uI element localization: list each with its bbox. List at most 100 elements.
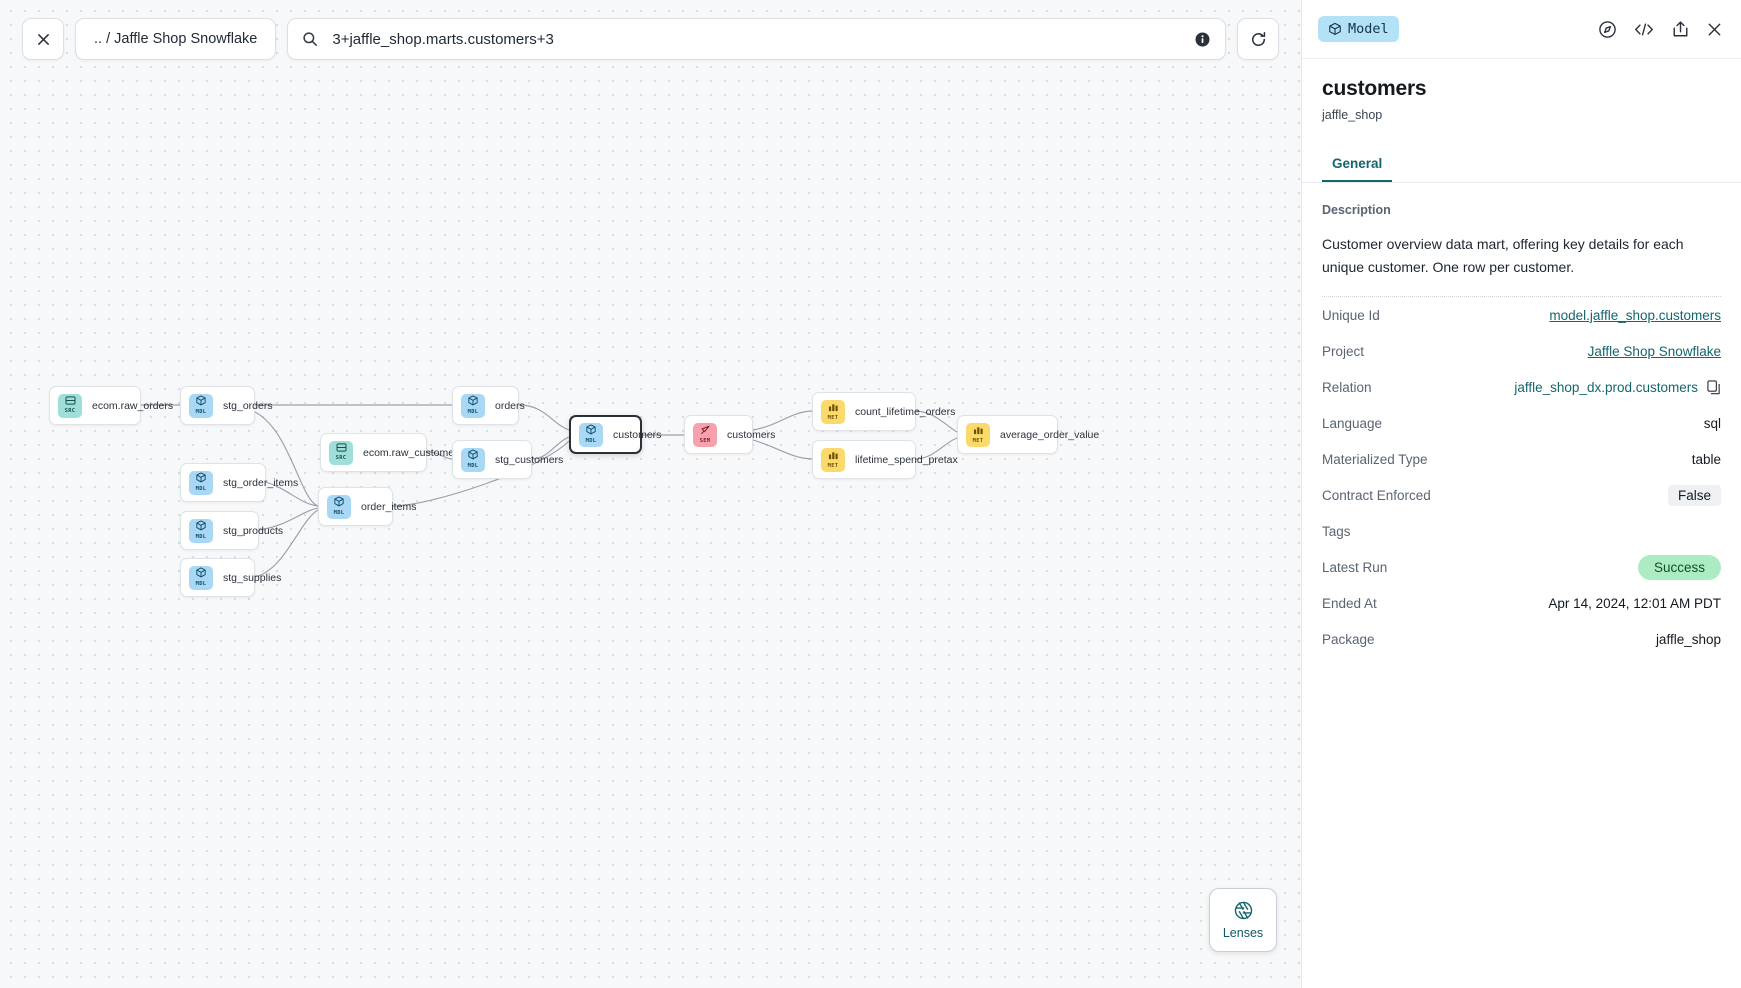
detail-row: Contract Enforced False [1322,477,1721,513]
node-type-chip[interactable]: Model [1318,16,1399,42]
panel-title-block: customers jaffle_shop [1302,59,1741,122]
detail-value-wrap: jaffle_shop_dx.prod.customers [1514,380,1721,395]
mdl-badge-icon: MDL [189,393,213,418]
met-badge-icon: MET [821,447,845,472]
src-badge-icon: SRC [58,393,82,418]
detail-key: Ended At [1322,595,1377,611]
lenses-button[interactable]: Lenses [1209,888,1277,952]
close-lineage-button[interactable] [22,18,64,60]
met-badge-icon: MET [821,399,845,424]
detail-row: Ended At Apr 14, 2024, 12:01 AM PDT [1322,585,1721,621]
lineage-node-orders[interactable]: MDL orders [452,386,525,425]
detail-key: Contract Enforced [1322,487,1431,503]
lineage-node-label: order_items [361,500,417,513]
page-subtitle: jaffle_shop [1322,108,1383,122]
close-icon [36,32,51,47]
search-input[interactable] [330,29,1194,49]
detail-key: Latest Run [1322,559,1388,575]
detail-value-wrap: Success [1637,554,1721,580]
lineage-node-label: customers [613,428,662,441]
lineage-node-stg_supplies[interactable]: MDL stg_supplies [180,558,281,597]
detail-value[interactable]: jaffle_shop_dx.prod.customers [1514,379,1698,395]
detail-value-wrap: False [1667,484,1721,506]
lineage-node-label: lifetime_spend_pretax [855,453,958,466]
canvas-toolbar: .. / Jaffle Shop Snowflake [0,0,1301,78]
detail-value: table [1691,451,1721,467]
lineage-node-ecom_raw_orders[interactable]: SRC ecom.raw_orders [49,386,173,425]
mdl-badge-icon: MDL [327,494,351,519]
lineage-node-count_lifetime_orders[interactable]: MET count_lifetime_orders [812,392,955,431]
lineage-node-order_items[interactable]: MDL order_items [318,487,416,526]
lineage-node-label: stg_products [223,524,284,537]
details-panel: Model [1301,0,1741,988]
code-icon[interactable] [1633,20,1655,39]
refresh-icon [1250,31,1267,48]
panel-tabs: General [1302,148,1741,183]
description-text: Customer overview data mart, offering ke… [1322,233,1721,298]
mdl-badge-icon: MDL [189,518,213,543]
detail-value: Apr 14, 2024, 12:01 AM PDT [1548,595,1721,611]
lineage-node-label: average_order_value [1000,428,1100,441]
lineage-node-ecom_raw_customers[interactable]: SRC ecom.raw_customers [320,433,463,472]
share-icon[interactable] [1671,20,1690,39]
lineage-node-label: stg_supplies [223,571,282,584]
lineage-node-label: stg_customers [495,453,564,466]
detail-key: Materialized Type [1322,451,1428,467]
mdl-badge-icon: MDL [461,393,485,418]
lineage-node-stg_products[interactable]: MDL stg_products [180,511,283,550]
lineage-node-label: ecom.raw_orders [92,399,174,412]
mdl-badge-icon: MDL [189,470,213,495]
lineage-node-label: customers [727,428,776,441]
lineage-node-lifetime_spend_pretax[interactable]: MET lifetime_spend_pretax [812,440,958,479]
panel-actions [1598,20,1723,39]
lineage-node-label: ecom.raw_customers [363,446,463,459]
detail-key: Project [1322,343,1365,359]
lineage-node-label: stg_order_items [223,476,299,489]
lineage-node-label: count_lifetime_orders [855,405,956,418]
panel-body: Description Customer overview data mart,… [1302,183,1741,657]
info-icon[interactable] [1194,31,1211,48]
detail-key: Tags [1322,523,1351,539]
sem-badge-icon: SEM [693,422,717,447]
detail-row: Tags [1322,513,1721,549]
detail-key: Language [1322,415,1383,431]
detail-row: Language sql [1322,405,1721,441]
refresh-button[interactable] [1237,18,1279,60]
search-icon [302,31,318,47]
lineage-node-stg_order_items[interactable]: MDL stg_order_items [180,463,298,502]
detail-value-wrap: jaffle_shop [1656,632,1721,647]
explore-icon[interactable] [1598,20,1617,39]
src-badge-icon: SRC [329,440,353,465]
description-label: Description [1322,203,1391,217]
close-panel-icon[interactable] [1706,21,1723,38]
detail-value: False [1667,484,1721,506]
status-badge: Success [1637,554,1721,580]
detail-key: Unique Id [1322,307,1380,323]
tab-general[interactable]: General [1322,148,1393,182]
breadcrumb[interactable]: .. / Jaffle Shop Snowflake [75,18,277,60]
lineage-node-customers_semantic[interactable]: SEM customers [684,415,775,454]
detail-key: Package [1322,631,1375,647]
copy-icon[interactable] [1707,380,1721,395]
cube-icon [1328,22,1342,36]
detail-value-wrap: sql [1704,416,1721,431]
lineage-search[interactable] [287,18,1226,60]
detail-value[interactable]: Jaffle Shop Snowflake [1587,343,1721,359]
lineage-node-label: orders [495,399,525,412]
detail-row: Package jaffle_shop [1322,621,1721,657]
detail-value[interactable]: model.jaffle_shop.customers [1549,307,1721,323]
lenses-label: Lenses [1222,926,1264,940]
detail-row: Latest Run Success [1322,549,1721,585]
detail-value: sql [1703,415,1721,431]
detail-value-wrap: model.jaffle_shop.customers [1549,308,1721,323]
mdl-badge-icon: MDL [189,565,213,590]
